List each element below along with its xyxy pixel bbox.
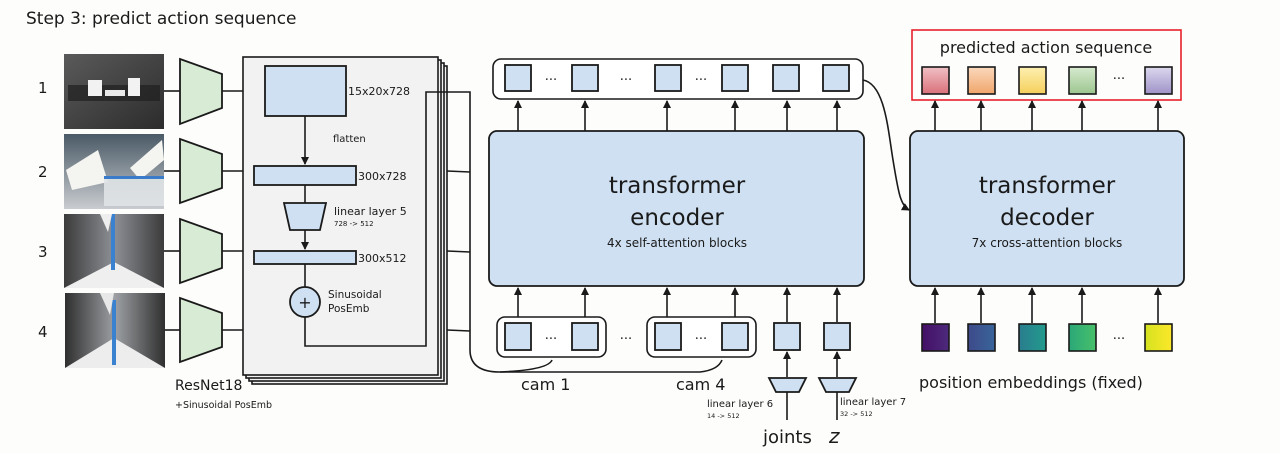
- linear-layer-5-label: linear layer 5: [334, 205, 407, 218]
- linear-layer-6-label: linear layer 6: [707, 399, 773, 410]
- flattened-block: [253, 165, 357, 186]
- joints-label: joints: [762, 427, 812, 448]
- ellipsis: ···: [620, 332, 632, 347]
- linear-layer-6: [767, 377, 808, 393]
- posemb-token-2: [967, 323, 996, 352]
- action-tokens: [921, 66, 1173, 95]
- action-token-5: [1144, 66, 1173, 95]
- encoder-to-decoder-arrow: [862, 79, 910, 211]
- ellipsis: ···: [1113, 332, 1125, 347]
- camera-label-3: 3: [38, 243, 48, 261]
- position-embedding-tokens: [921, 323, 1173, 352]
- camera-image-1: [64, 54, 164, 129]
- action-token-4: [1068, 66, 1097, 95]
- linear-layer-7-sub: 32 -> 512: [840, 410, 873, 418]
- flattened-dim: 300x728: [358, 170, 407, 183]
- projected-block: [253, 250, 357, 265]
- linear-layer-6-sub: 14 -> 512: [707, 412, 740, 420]
- linear-layer-5-sub: 728 -> 512: [334, 220, 374, 228]
- cam4-connector: [469, 349, 723, 373]
- cam1-label: cam 1: [521, 375, 570, 394]
- ellipsis: ···: [545, 73, 557, 88]
- posemb-label-2: PosEmb: [328, 303, 370, 315]
- encoder-output-token: [772, 64, 800, 92]
- encoder-output-token: [654, 64, 682, 92]
- posemb-token-4: [1068, 323, 1097, 352]
- encoder-output-token: [721, 64, 749, 92]
- resnet-backbone-4: [179, 296, 223, 364]
- plus-icon: +: [298, 293, 311, 312]
- encoder-output-token: [822, 64, 850, 92]
- encoder-output-token: [504, 64, 532, 92]
- flatten-label: flatten: [333, 134, 366, 145]
- posemb-token-5: [1144, 323, 1173, 352]
- cam4-token: [721, 322, 749, 351]
- ellipsis: ···: [620, 73, 632, 88]
- decoder-subtitle: 7x cross-attention blocks: [972, 236, 1123, 250]
- encoder-title-2: encoder: [630, 205, 724, 231]
- decoder-title-2: decoder: [1000, 205, 1094, 231]
- z-token: [823, 322, 851, 351]
- predicted-action-box: [911, 29, 1182, 101]
- ellipsis: ···: [545, 332, 557, 347]
- decoder-title-1: transformer: [979, 173, 1116, 199]
- ellipsis: ···: [1113, 72, 1125, 87]
- action-token-2: [967, 66, 996, 95]
- camera-label-4: 4: [38, 323, 48, 341]
- transformer-decoder: [909, 130, 1185, 287]
- feature-map-block: [264, 65, 347, 117]
- ellipsis: ···: [695, 332, 707, 347]
- encoder-subtitle: 4x self-attention blocks: [607, 236, 747, 250]
- diagram-title: Step 3: predict action sequence: [26, 9, 297, 29]
- ellipsis: ···: [695, 73, 707, 88]
- resnet-label: ResNet18: [175, 378, 242, 394]
- resnet-sublabel: +Sinusoidal PosEmb: [175, 400, 272, 411]
- encoder-output-token: [571, 64, 599, 92]
- linear-layer-7: [817, 377, 858, 393]
- camera-label-2: 2: [38, 163, 48, 181]
- cam4-label: cam 4: [676, 375, 725, 394]
- z-label: z: [828, 424, 840, 448]
- encoder-output-tokens: [504, 64, 850, 92]
- linear-layer-7-label: linear layer 7: [840, 397, 906, 408]
- linear-layer-5: [282, 202, 328, 231]
- posemb-token-3: [1018, 323, 1047, 352]
- predicted-action-label: predicted action sequence: [940, 38, 1152, 57]
- camera-label-1: 1: [38, 79, 48, 97]
- position-embeddings-label: position embeddings (fixed): [919, 373, 1143, 392]
- resnet-backbone-3: [179, 217, 223, 285]
- cam1-connector: [499, 359, 553, 373]
- feature-stack: [242, 56, 448, 385]
- posemb-label-1: Sinusoidal: [328, 289, 382, 301]
- cam1-token: [571, 322, 599, 351]
- resnet-backbone-1: [179, 57, 223, 126]
- camera-image-2: [64, 134, 164, 209]
- joints-token: [773, 322, 801, 351]
- camera-image-4: [65, 293, 165, 368]
- action-token-1: [921, 66, 950, 95]
- camera-image-3: [64, 214, 164, 288]
- feature-map-dim: 15x20x728: [348, 85, 410, 98]
- cam1-token: [504, 322, 532, 351]
- action-token-3: [1018, 66, 1047, 95]
- transformer-encoder: [488, 130, 865, 287]
- cam4-token: [654, 322, 682, 351]
- posemb-token-1: [921, 323, 950, 352]
- encoder-title-1: transformer: [609, 173, 746, 199]
- projected-dim: 300x512: [358, 252, 407, 265]
- resnet-backbone-2: [179, 137, 223, 205]
